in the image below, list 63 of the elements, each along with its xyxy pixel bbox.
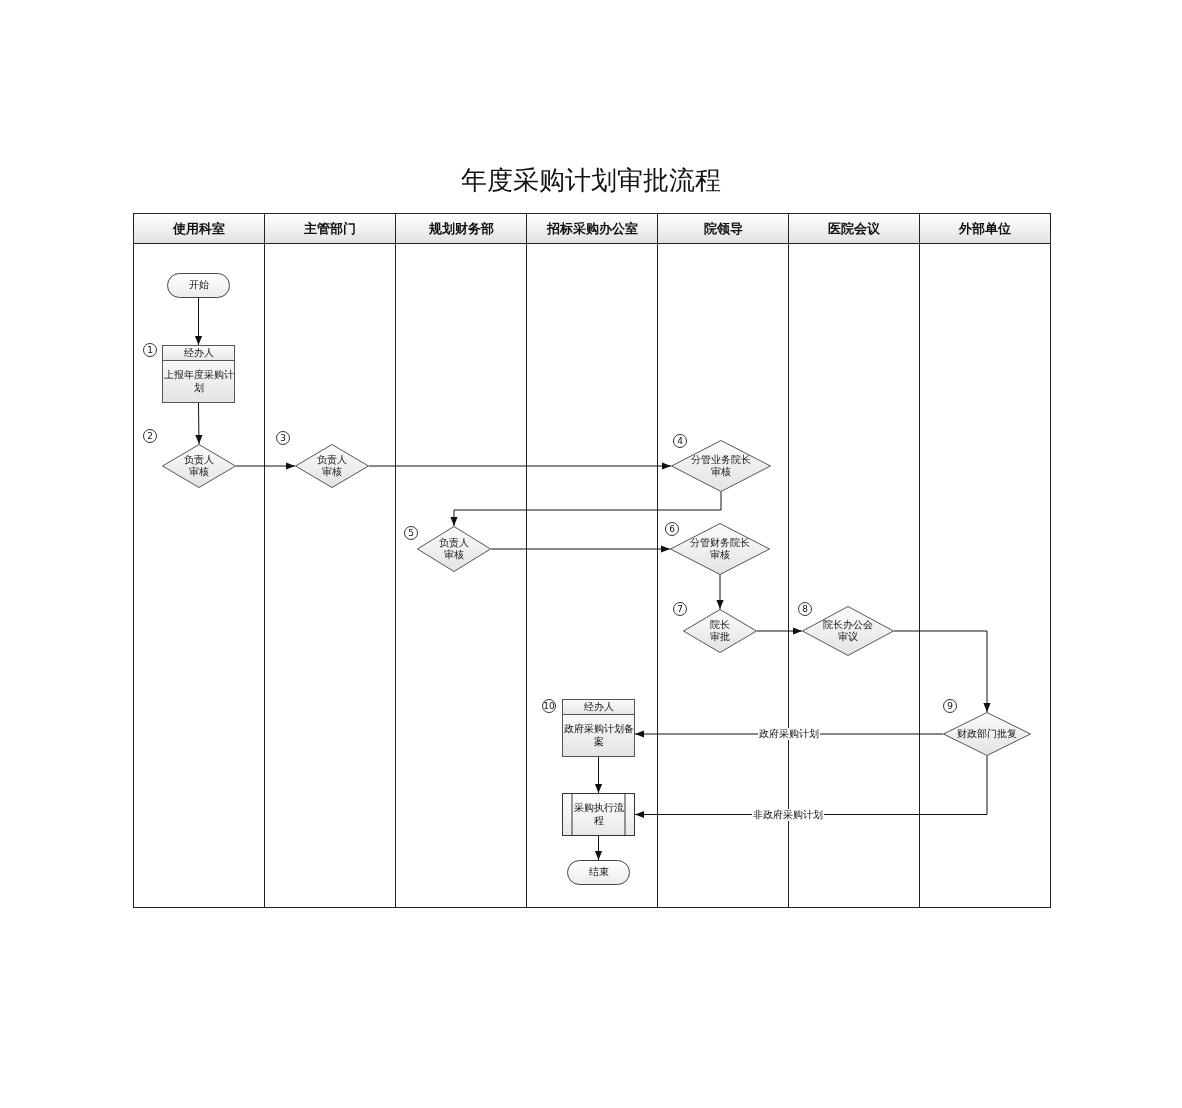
flow-arrow: [368, 462, 672, 470]
step-number: 4: [673, 434, 687, 448]
lane-header: 主管部门: [265, 214, 395, 244]
flow-arrow: [194, 297, 203, 346]
decision-diamond: [683, 609, 757, 653]
step-number: 6: [665, 522, 679, 536]
process-box: [162, 345, 235, 403]
decision-text: 负责人审核: [439, 536, 469, 562]
decision-text: 分管业务院长审核: [691, 453, 751, 479]
decision-text: 分管财务院长审核: [690, 536, 750, 562]
lane-header: 规划财务部: [396, 214, 526, 244]
lane-header: 外部单位: [920, 214, 1050, 244]
node-text: 开始: [188, 279, 209, 292]
lane-header: 使用科室: [134, 214, 264, 244]
flow-arrow: [756, 627, 803, 635]
decision-diamond: [162, 444, 236, 488]
decision-text: 财政部门批复: [957, 727, 1017, 741]
lane-header: 招标采购办公室: [527, 214, 657, 244]
step-number: 10: [542, 699, 556, 713]
swimlane: [264, 213, 396, 908]
decision-text: 负责人审核: [184, 453, 214, 479]
swimlane: [133, 213, 265, 908]
decision-diamond: [295, 444, 369, 488]
swimlane: [919, 213, 1051, 908]
decision-diamond: [417, 526, 491, 572]
step-number: 7: [673, 602, 687, 616]
step-number: 1: [143, 343, 157, 357]
role-header: 经办人: [563, 700, 634, 715]
decision-text: 负责人审核: [317, 453, 347, 479]
decision-diamond: [943, 712, 1031, 756]
lane-header: 医院会议: [789, 214, 919, 244]
step-number: 5: [404, 526, 418, 540]
decision-text: 院长办公会审议: [823, 618, 873, 644]
role-header: 经办人: [163, 346, 234, 361]
terminal-pill: [567, 860, 630, 885]
flow-arrow: [594, 835, 603, 861]
step-number: 3: [276, 431, 290, 445]
flow-arrow: [716, 574, 724, 610]
diagram-title: 年度采购计划审批流程: [461, 164, 721, 196]
lane-header: 院领导: [658, 214, 788, 244]
flow-arrow: [893, 630, 991, 713]
process-box: [562, 699, 635, 757]
flow-arrow: [235, 462, 296, 470]
terminal-pill: [167, 273, 230, 298]
swimlane: [395, 213, 527, 908]
decision-diamond: [802, 606, 894, 656]
decision-text: 院长审批: [710, 618, 730, 644]
process-text: 采购执行流程: [573, 802, 624, 827]
edge-label: 非政府采购计划: [752, 808, 825, 821]
step-number: 2: [143, 429, 157, 443]
flow-arrow: [594, 756, 603, 794]
swimlane: [526, 213, 658, 908]
decision-diamond: [670, 523, 770, 575]
flow-arrow: [450, 491, 722, 527]
step-number: 9: [943, 699, 957, 713]
process-text: 政府采购计划备案: [563, 723, 634, 748]
node-text: 结束: [588, 866, 609, 879]
flow-arrow: [195, 402, 203, 445]
edge-label: 政府采购计划: [758, 728, 820, 740]
process-text: 上报年度采购计划: [163, 369, 234, 394]
step-number: 8: [798, 602, 812, 616]
subprocess-box: [562, 793, 635, 836]
flow-arrow: [490, 545, 671, 553]
